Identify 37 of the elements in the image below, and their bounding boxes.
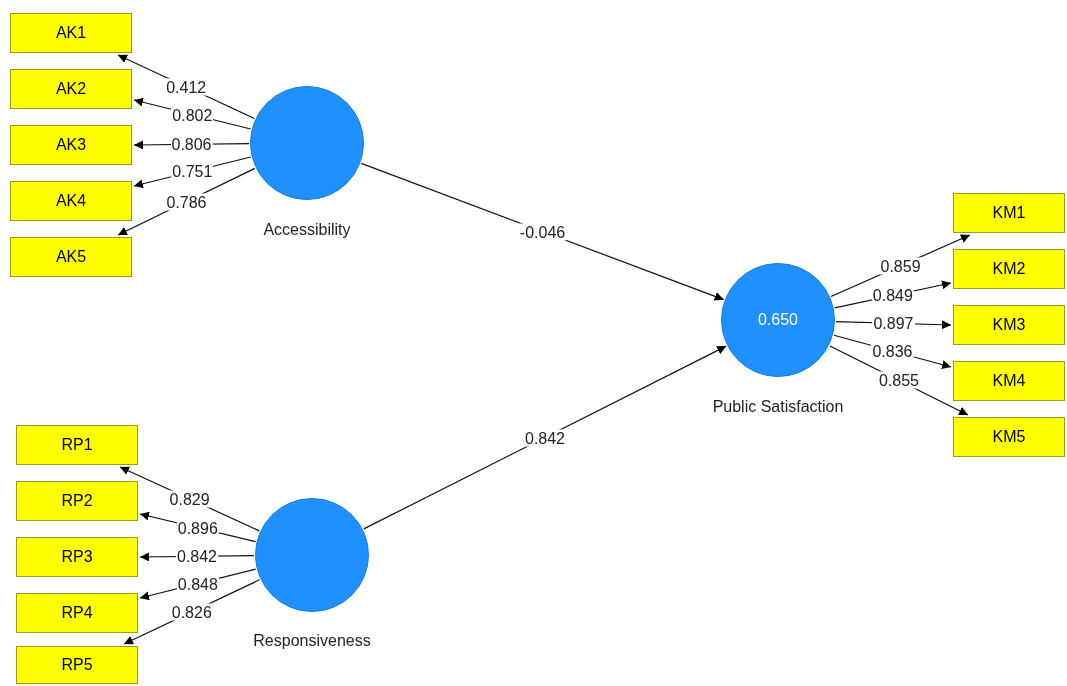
indicator-box: KM5 (953, 417, 1065, 457)
path-coefficient-label: 0.751 (171, 163, 214, 180)
construct-label: Responsiveness (253, 632, 371, 650)
path-coefficient-label: 0.412 (165, 78, 208, 96)
indicator-box: RP4 (16, 593, 138, 633)
path-coefficient-label: 0.849 (871, 286, 914, 304)
path-coefficient-label: 0.896 (176, 519, 219, 537)
path-coefficient-label: 0.836 (871, 342, 914, 360)
indicator-box: AK3 (10, 125, 132, 165)
indicator-box: AK4 (10, 181, 132, 221)
indicator-box: AK2 (10, 69, 132, 109)
path-coefficient-label: 0.855 (877, 371, 920, 389)
path-coefficient-label: 0.806 (170, 135, 213, 153)
construct-label: Public Satisfaction (712, 398, 844, 416)
indicator-box: KM4 (953, 361, 1065, 401)
path-coefficient-label: 0.842 (176, 547, 218, 565)
indicator-box: AK1 (10, 13, 132, 53)
indicator-box: AK5 (10, 237, 132, 277)
path-coefficient-label: 0.859 (879, 257, 922, 275)
path-coefficient-label: -0.046 (518, 223, 567, 240)
indicator-box: KM1 (953, 193, 1065, 233)
path-coefficient-label: 0.897 (872, 314, 915, 332)
path-coefficient-label: 0.786 (165, 193, 208, 211)
indicator-box: RP2 (16, 481, 138, 521)
path-coefficient-label: 0.842 (524, 429, 566, 446)
r-squared-value: 0.650 (757, 311, 798, 329)
path-arrow (363, 345, 727, 530)
indicator-box: RP3 (16, 537, 138, 577)
path-coefficient-label: 0.826 (170, 603, 213, 621)
indicator-box: RP5 (16, 646, 138, 684)
indicator-box: RP1 (16, 425, 138, 465)
path-coefficient-label: 0.829 (168, 490, 211, 508)
indicator-box: KM3 (953, 305, 1065, 345)
indicator-box: KM2 (953, 249, 1065, 289)
path-coefficient-label: 0.848 (176, 575, 219, 593)
path-coefficient-label: 0.802 (171, 106, 214, 123)
construct-label: Accessibility (263, 221, 351, 239)
